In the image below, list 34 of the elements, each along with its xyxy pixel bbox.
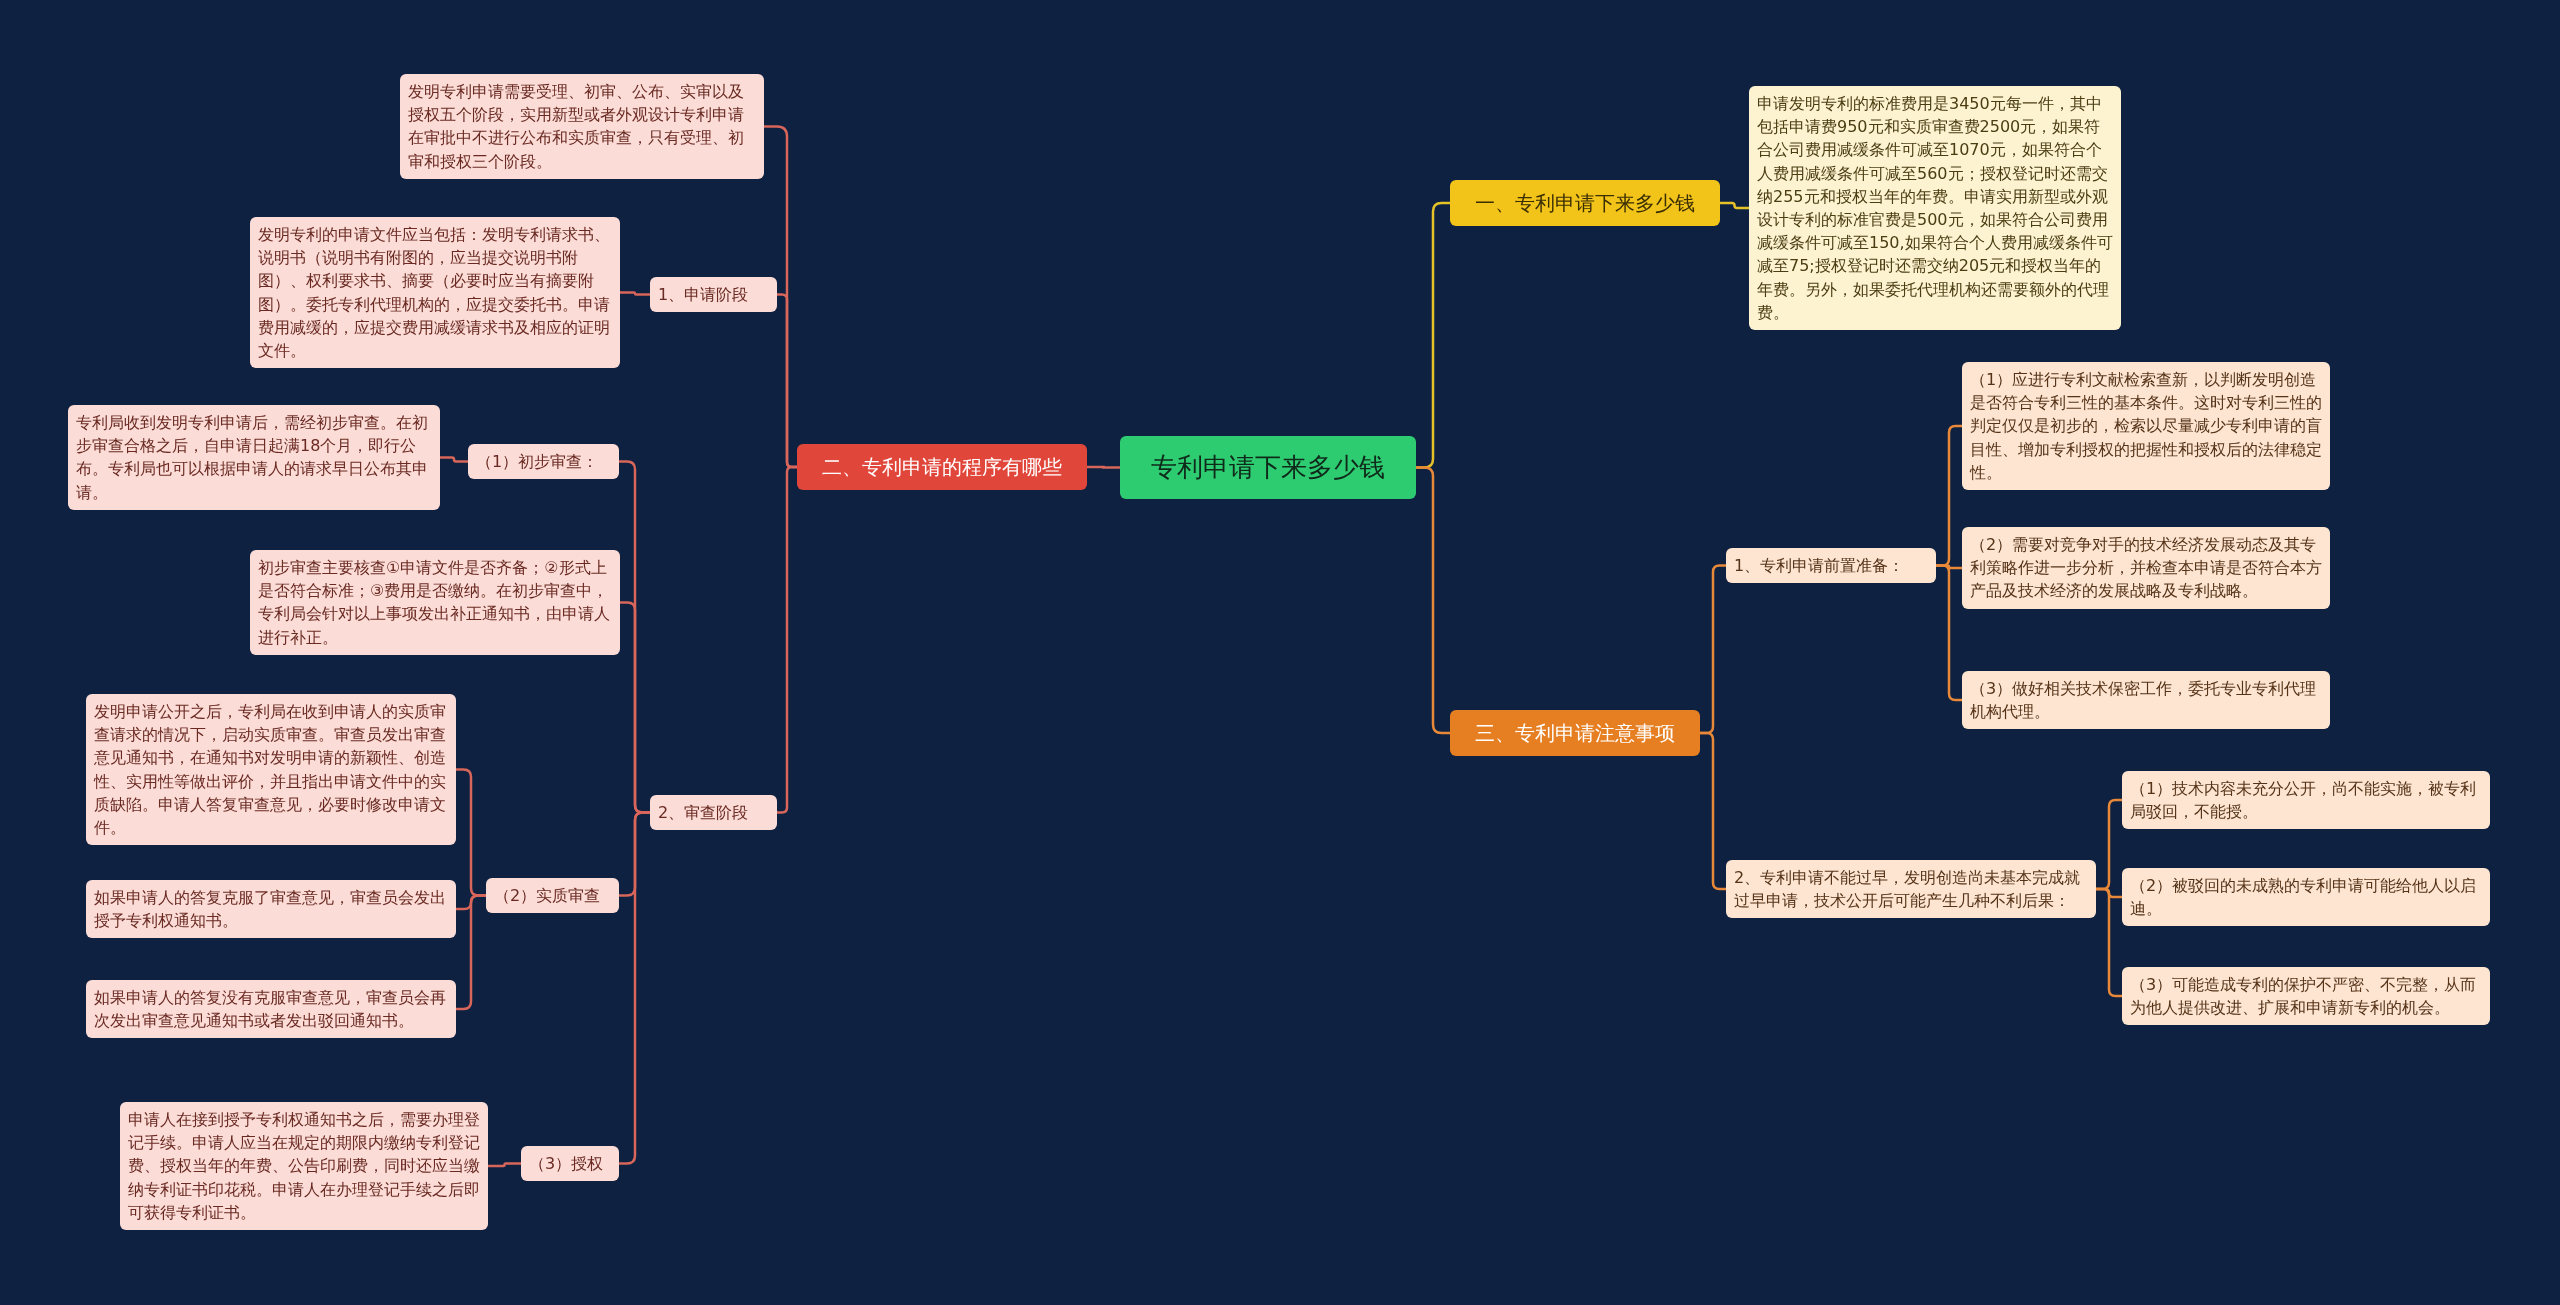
branch-topic: 二、专利申请的程序有哪些	[797, 444, 1087, 490]
connector-line	[1416, 466, 1450, 735]
subtopic-box: 1、专利申请前置准备：	[1726, 548, 1936, 584]
subtopic-box: （3）授权	[521, 1146, 619, 1182]
subtopic-box: 发明专利申请需要受理、初审、公布、实审以及授权五个阶段，实用新型或者外观设计专利申请在审批中不进行公布和实质审查，只有受理、初审和授权三个阶段。	[400, 74, 764, 179]
subtopic-box: 1、申请阶段	[650, 277, 777, 313]
connector-line	[620, 291, 650, 296]
subtopic-box: （3）做好相关技术保密工作，委托专业专利代理机构代理。	[1962, 671, 2330, 730]
subtopic-box: （2）需要对竞争对手的技术经济发展动态及其专利策略作进一步分析，并检查本申请是否符合本方产品及技术经济的发展战略及专利战略。	[1962, 527, 2330, 609]
connector-line	[440, 456, 468, 463]
subtopic-box: （1）技术内容未充分公开，尚不能实施，被专利局驳回，不能授。	[2122, 771, 2490, 830]
subtopic-box: 申请发明专利的标准费用是3450元每一件，其中包括申请费950元和实质审查费2500元，如果符合公司费用减缓条件可减至1070元，如果符合个人费用减缓条件可减至560元；授权登记时还需交纳255元和授权当年的年费。申请实用新型或外观设计专利的标准官费是500元，如果符合公司费用减缓条件可减至150,如果符合个人费用减缓条件可减至75;授权登记时还需交纳205元和授权当年的年费。另外，如果委托代理机构还需要额外的代理费。	[1749, 86, 2121, 330]
subtopic-box: 如果申请人的答复没有克服审查意见，审查员会再次发出审查意见通知书或者发出驳回通知书。	[86, 980, 456, 1039]
connector-line	[1720, 201, 1749, 210]
central-topic: 专利申请下来多少钱	[1120, 436, 1416, 499]
subtopic-box: 发明申请公开之后，专利局在收到申请人的实质审查请求的情况下，启动实质审查。审查员发出审查意见通知书，在通知书对发明申请的新颖性、创造性、实用性等做出评价，并且指出申请文件中的实质缺陷。申请人答复审查意见，必要时修改申请文件。	[86, 694, 456, 846]
subtopic-box: （1）初步审查：	[468, 444, 619, 480]
connector-line	[488, 1162, 521, 1168]
subtopic-box: （3）可能造成专利的保护不严密、不完整，从而为他人提供改进、扩展和申请新专利的机会。	[2122, 967, 2490, 1026]
subtopic-box: 2、专利申请不能过早，发明创造尚未基本完成就过早申请，技术公开后可能产生几种不利后果：	[1726, 860, 2096, 919]
subtopic-box: 2、审查阶段	[650, 795, 777, 831]
subtopic-box: （2）实质审查	[486, 878, 619, 914]
subtopic-box: 发明专利的申请文件应当包括：发明专利请求书、说明书（说明书有附图的，应当提交说明书附图）、权利要求书、摘要（必要时应当有摘要附图）。委托专利代理机构的，应提交委托书。申请费用减缓的，应提交费用减缓请求书及相应的证明文件。	[250, 217, 620, 369]
subtopic-box: 申请人在接到授予专利权通知书之后，需要办理登记手续。申请人应当在规定的期限内缴纳专利登记费、授权当年的年费、公告印刷费，同时还应当缴纳专利证书印花税。申请人在办理登记手续之后即可获得专利证书。	[120, 1102, 488, 1230]
connector-line	[777, 465, 797, 814]
subtopic-box: 初步审查主要核查①申请文件是否齐备；②形式上是否符合标准；③费用是否缴纳。在初步审查中，专利局会针对以上事项发出补正通知书，由申请人进行补正。	[250, 550, 620, 655]
connector-line	[1087, 465, 1120, 469]
subtopic-box: 专利局收到发明专利申请后，需经初步审查。在初步审查合格之后，自申请日起满18个月，即行公布。专利局也可以根据申请人的请求早日公布其申请。	[68, 405, 440, 510]
subtopic-box: （1）应进行专利文献检索查新，以判断发明创造是否符合专利三性的基本条件。这时对专利三性的判定仅仅是初步的，检索以尽量减少专利申请的盲目性、增加专利授权的把握性和授权后的法律稳定性。	[1962, 362, 2330, 490]
branch-topic: 三、专利申请注意事项	[1450, 710, 1700, 756]
subtopic-box: 如果申请人的答复克服了审查意见，审查员会发出授予专利权通知书。	[86, 880, 456, 939]
connector-line	[619, 811, 650, 1165]
subtopic-box: （2）被驳回的未成熟的专利申请可能给他人以启迪。	[2122, 868, 2490, 927]
branch-topic: 一、专利申请下来多少钱	[1450, 180, 1720, 226]
